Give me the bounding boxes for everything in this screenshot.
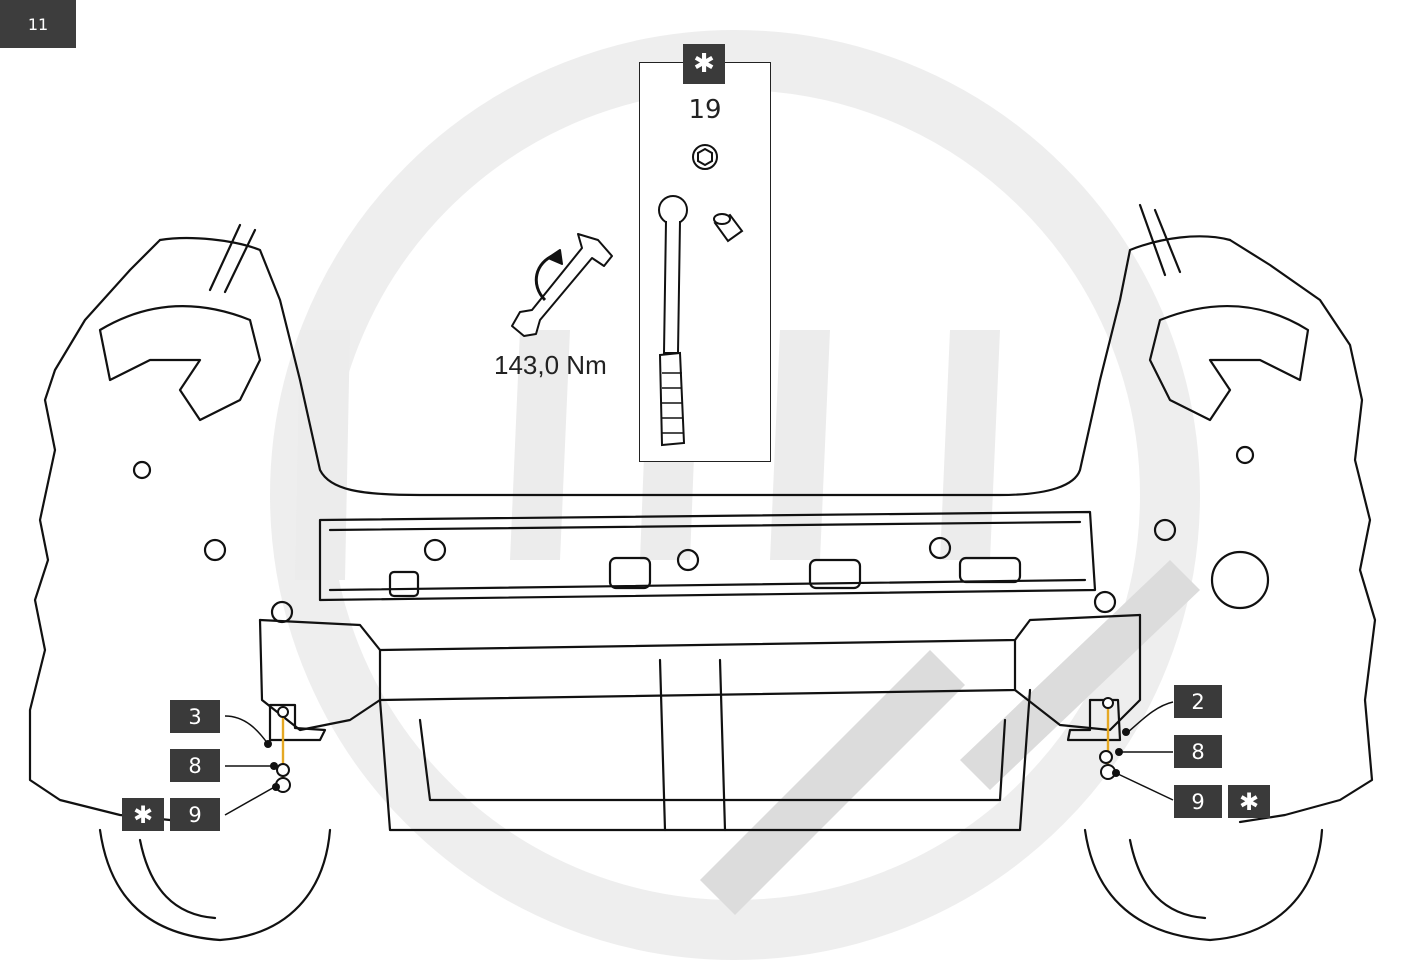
step-number: 11 bbox=[0, 0, 76, 48]
tool-panel: 19 bbox=[639, 62, 771, 462]
tool-star-badge: ✱ bbox=[683, 44, 725, 84]
callout-left-8: 8 bbox=[170, 749, 220, 782]
callout-right-9: 9 bbox=[1174, 785, 1222, 818]
callout-right-8: 8 bbox=[1174, 735, 1222, 768]
tool-panel-icons bbox=[658, 144, 744, 447]
callout-right-star: ✱ bbox=[1228, 785, 1270, 818]
torque-value: 143,0 Nm bbox=[494, 350, 607, 380]
leader-lines bbox=[224, 701, 1174, 816]
car-body bbox=[28, 203, 1377, 942]
hex-nut-icon bbox=[692, 144, 718, 170]
callout-left-3: 3 bbox=[170, 700, 220, 733]
callout-left-9: 9 bbox=[170, 798, 220, 831]
torque-wrench-icon bbox=[658, 195, 688, 447]
wrench-size-label: 19 bbox=[688, 95, 722, 125]
socket-icon bbox=[713, 213, 744, 243]
tighten-wrench-icon bbox=[511, 233, 613, 337]
leader-dots bbox=[264, 728, 1130, 791]
callout-left-star: ✱ bbox=[122, 798, 164, 831]
callout-right-2: 2 bbox=[1174, 685, 1222, 718]
